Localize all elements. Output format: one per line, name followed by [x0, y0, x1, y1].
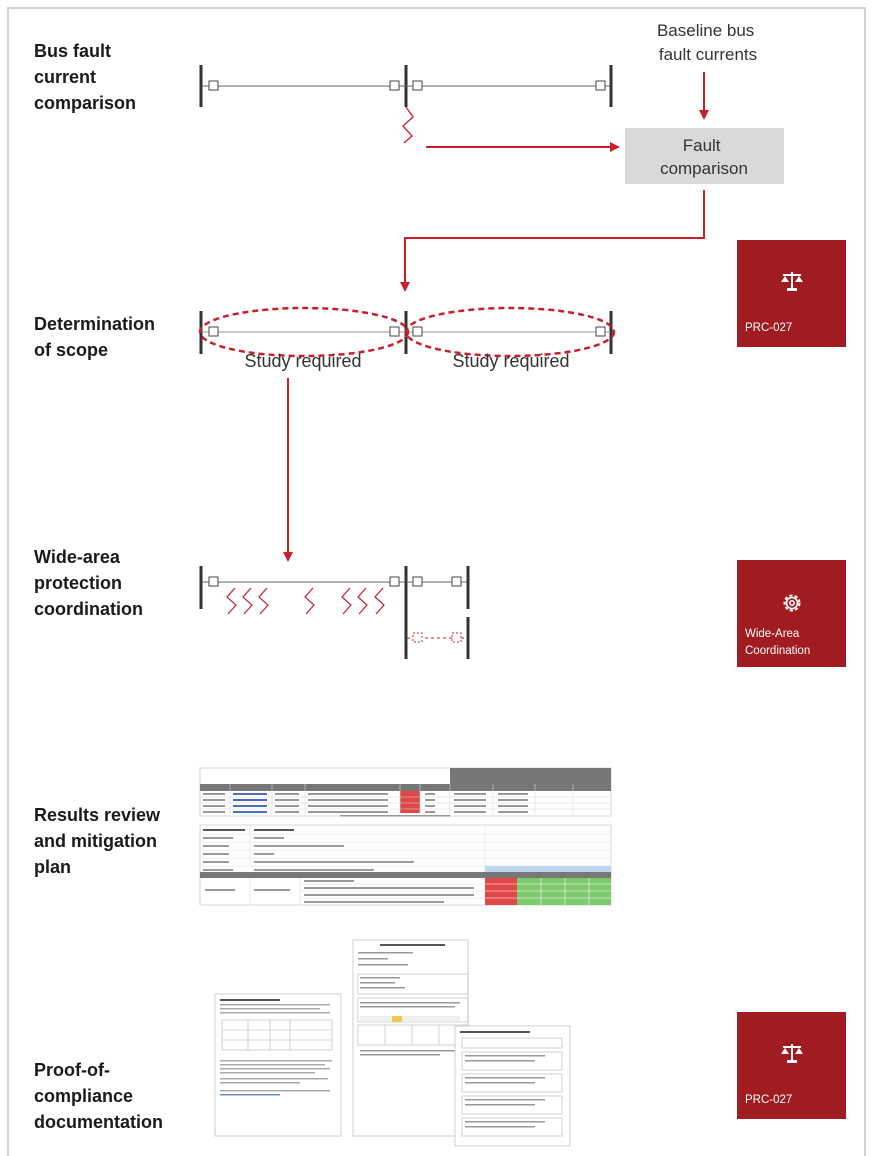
study-required-right: Study required	[452, 351, 569, 371]
one-line-section-2	[198, 306, 616, 358]
step-label-proof: Proof-of- compliance documentation	[34, 1060, 163, 1132]
scales-icon	[737, 1042, 846, 1069]
results-table-thumbnail-bottom	[199, 824, 612, 906]
gear-icon	[737, 592, 846, 619]
scales-icon	[737, 270, 846, 297]
baseline-text: Baseline bus fault currents	[657, 21, 759, 64]
step-label-results: Results review and mitigation plan	[34, 805, 161, 877]
doc-thumbnail-middle	[352, 939, 469, 1137]
tile-wide-area-coordination[interactable]: Wide-Area Coordination	[737, 560, 846, 667]
study-required-left: Study required	[244, 351, 361, 371]
step-label-bus-fault: Bus fault current comparison	[34, 41, 137, 113]
fault-comparison-line2: comparison	[660, 159, 748, 178]
arrow-comparison-to-scope	[400, 190, 705, 292]
results-table-thumbnail-top	[199, 767, 612, 817]
tile-prc-027-bottom[interactable]: PRC-027	[737, 1012, 846, 1119]
baseline-text-line2: fault currents	[659, 45, 757, 64]
figure-frame	[7, 7, 866, 1156]
one-line-section-1	[199, 65, 613, 144]
tile-label: Wide-Area Coordination	[745, 628, 811, 657]
tile-prc-027-top[interactable]: PRC-027	[737, 240, 846, 347]
doc-thumbnail-left	[214, 993, 342, 1137]
fault-comparison-box	[625, 128, 784, 184]
baseline-text-line1: Baseline bus	[657, 21, 754, 40]
fault-comparison-text: Fault comparison	[660, 136, 748, 178]
tile-label: PRC-027	[745, 1094, 793, 1106]
tile-label: PRC-027	[745, 322, 793, 334]
fault-comparison-line1: Fault	[683, 136, 721, 155]
one-line-section-3	[199, 566, 470, 659]
step-label-coordination: Wide-area protection coordination	[34, 547, 143, 619]
step-label-scope: Determination of scope	[34, 314, 156, 360]
doc-thumbnail-right	[454, 1025, 571, 1147]
